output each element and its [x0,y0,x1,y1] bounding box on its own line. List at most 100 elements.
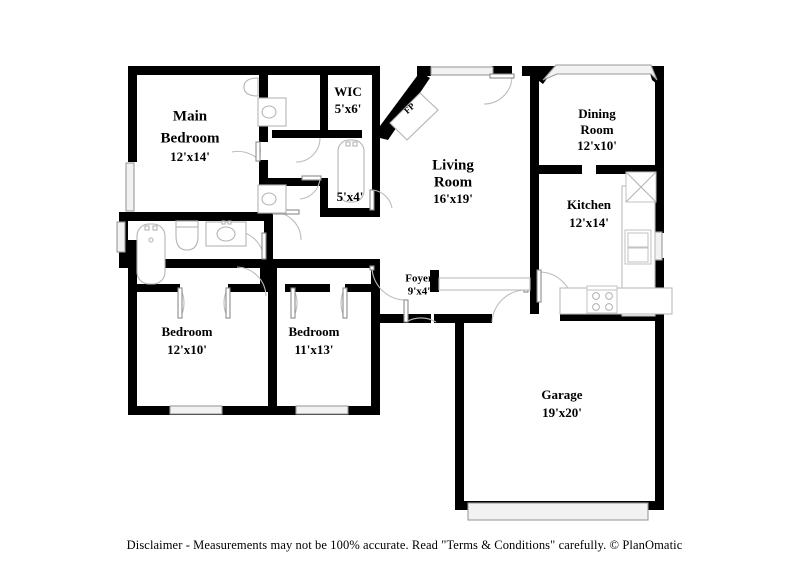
label-wic: WIC [334,84,361,99]
burner-1 [592,292,600,300]
label-foyer: Foyer [405,273,433,285]
burner-4 [605,303,613,311]
window-group [116,64,663,521]
door-hall-bath-panel [261,232,267,260]
door-b3-entry-arc2 [371,267,405,301]
label-garage-dim: 19'x20' [542,405,582,420]
door-wic-arc [295,137,321,163]
tub-hall-bath [136,223,166,285]
wall-dining-kitchen-div [530,165,582,174]
wall-kitchen-bottom [560,312,664,321]
label-living-dim: 16'x19' [433,191,473,206]
wall-right-dining [655,90,664,178]
wall-bedroom-divider [268,259,277,415]
sink-basin-2 [261,192,277,206]
wall-closet-b2-left [128,284,180,292]
kitchen-range [586,288,618,314]
wall-hallbath-right [264,212,273,268]
wall-garage-right [655,314,664,510]
wall-bath-right [372,130,380,216]
door-b2-closet-left-panel [177,287,183,319]
window-hall-bath [116,221,126,253]
wall-closet-b3-right [345,284,380,292]
wall-bath-bottom [320,208,380,217]
tub-hall-fitting-b [152,225,158,231]
label-bedroom3-dim: 11'x13' [294,342,333,357]
sink-basin-1 [261,105,277,119]
tub-master-fitting-b [352,141,358,147]
kitchen-sink-basin-2 [627,247,649,263]
label-master-bath-dim: 5'x4' [337,189,364,204]
label-kitchen-dim: 12'x14' [569,215,609,230]
faucet-hall-a [221,220,226,225]
door-hall-corridor-arc [272,211,302,241]
room-labels: Main Bedroom 12'x14' WIC 5'x6' 5'x4' Liv… [161,84,617,420]
wall-bottom-bedrooms [128,406,380,415]
label-living-line1: Living [432,157,474,173]
kitchen-fixtures [438,171,673,317]
disclaimer-text: Disclaimer - Measurements may not be 100… [126,538,683,552]
label-garage: Garage [541,387,582,402]
label-bedroom2-dim: 12'x10' [167,342,207,357]
window-living-room [430,66,494,76]
door-front-entry-panel [489,73,515,79]
wall-left-lower [128,240,137,415]
label-dining-dim: 12'x10' [577,138,617,153]
window-bedroom-2 [169,405,223,415]
wall-top-wic [268,66,380,75]
wall-wic-left [320,75,328,138]
wall-top-main-bedroom [128,66,268,75]
wall-garage-left [455,314,464,510]
door-master-bath-arc [299,177,321,200]
wall-closet-b3-left [285,284,330,292]
door-foyer-entry-panel [403,299,409,323]
label-main-bedroom-line1: Main [173,108,208,124]
door-master-hall-panel [369,189,375,211]
tub-hall-drain [148,237,154,243]
fireplace-hearth [389,92,439,141]
wall-kitchen-top [596,165,664,174]
wall-living-right-lower [530,165,539,270]
label-kitchen: Kitchen [567,197,612,212]
door-master-bath-panel [301,175,322,181]
door-pantry-panel [536,269,542,303]
wall-dining-doorjamb [530,66,540,76]
kitchen-appliance-x-mark [625,171,657,203]
wall-bay-right-down [655,66,664,96]
label-bedroom3: Bedroom [288,324,339,339]
tub-master-fitting-a [345,141,351,147]
door-main-bedroom-arc2 [231,150,260,161]
wall-left-upper [128,66,137,162]
wall-right-kitchen-a [655,175,664,233]
door-garage-entry-arc [491,289,527,323]
wall-hallbath-bottom [128,259,238,268]
wall-bedroom3-right [371,259,380,415]
pantry-shelf [438,277,531,291]
wall-bedroom-top [232,259,380,268]
sink-basin-hall [216,226,236,242]
door-b3-closet-left-panel [290,287,296,319]
label-foyer-dim: 9'x4' [408,286,431,298]
kitchen-sink-basin-1 [627,232,649,248]
burner-3 [592,303,600,311]
tub-master [337,139,365,203]
wall-top-living-right-down [530,66,539,92]
wall-closet-b2-right [228,284,273,292]
door-main-bedroom-panel [255,141,261,162]
garage-door [467,502,649,521]
wall-wic-door-head [272,130,322,138]
toilet-hall-tank [175,220,199,228]
door-front-entry-arc [483,75,513,105]
wall-wic-right [372,66,380,138]
label-wic-dim: 5'x6' [335,101,362,116]
window-main-bedroom [125,162,135,212]
door-b3-entry-panel [369,265,375,271]
door-b2-closet-right-panel [225,287,231,319]
wall-top-living-mid [492,66,512,76]
wall-wic-bottom [320,130,362,138]
kitchen-range-back [586,285,618,291]
wall-foyer-bottom-left [371,314,431,323]
label-main-bedroom-dim: 12'x14' [170,149,210,164]
